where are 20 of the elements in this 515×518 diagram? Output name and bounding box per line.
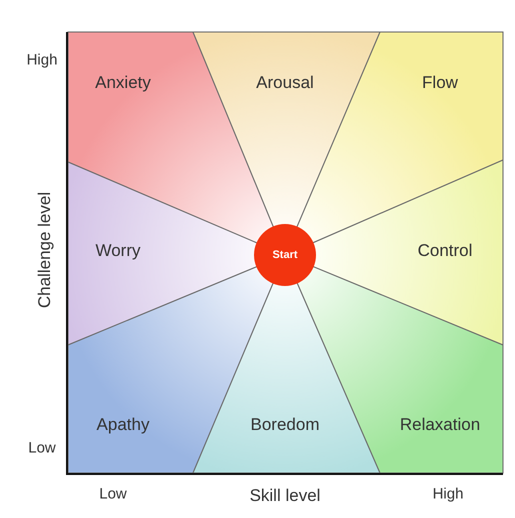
axis-title: Challenge level: [35, 192, 55, 308]
sector: [192, 32, 381, 228]
axis-title: Skill level: [250, 486, 320, 506]
start-circle: [254, 224, 316, 286]
sector-label: Apathy: [96, 415, 150, 435]
start-label: Start: [272, 249, 298, 261]
sector-label: Control: [418, 241, 472, 261]
axis-tick-label: High: [432, 486, 464, 502]
sector-label: Boredom: [250, 415, 320, 435]
sector: [312, 159, 504, 346]
axis-tick-label: High: [26, 52, 58, 68]
sector-label: Flow: [422, 73, 458, 93]
sector: [68, 161, 258, 346]
sector-label: Relaxation: [400, 415, 480, 435]
sector-label: Arousal: [256, 73, 314, 93]
axis-tick-label: Low: [99, 486, 127, 502]
axis-tick-label: Low: [28, 440, 56, 456]
sector-label: Worry: [96, 241, 140, 261]
sector-label: Anxiety: [95, 73, 151, 93]
sector: [192, 282, 381, 474]
